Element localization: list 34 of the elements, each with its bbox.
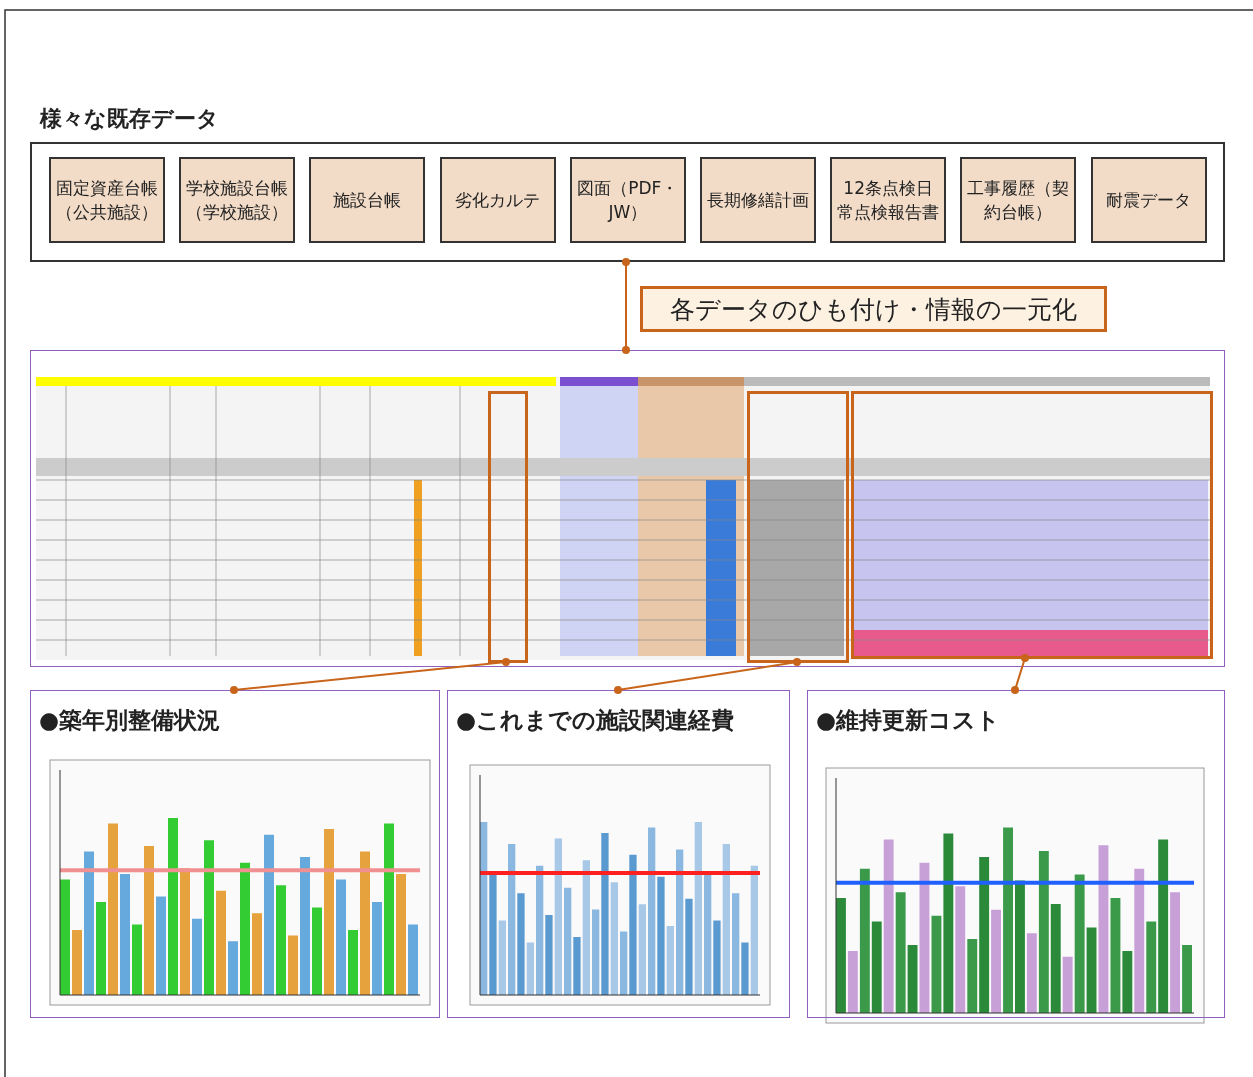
data-box xyxy=(700,157,816,243)
box-label: 工事履歴（契約台帳） xyxy=(966,177,1071,224)
panel-title: ●築年別整備状況 xyxy=(39,706,221,735)
chart-panel xyxy=(807,690,1225,1018)
data-box xyxy=(569,157,686,243)
box-label: 学校施設台帳（学校施設） xyxy=(185,177,290,224)
box-label: 劣化カルテ xyxy=(454,189,542,212)
box-label: 固定資産台帳（公共施設） xyxy=(55,177,159,224)
section-title: 様々な既存データ xyxy=(40,105,219,133)
highlight-frame xyxy=(747,391,849,663)
data-box xyxy=(309,157,426,243)
connector xyxy=(622,258,630,354)
box-label: 各データのひも付け・情報の一元化 xyxy=(669,293,1078,326)
highlight-frame xyxy=(851,391,1213,659)
box-label: 耐震データ xyxy=(1105,189,1193,212)
box-label: 図面（PDF・JW） xyxy=(576,177,680,224)
connector xyxy=(230,658,510,694)
data-box xyxy=(439,157,556,243)
chart-panel xyxy=(30,690,440,1018)
box-label: 長期修繕計画 xyxy=(706,189,810,212)
box-label: 施設台帳 xyxy=(332,189,403,212)
data-box xyxy=(49,157,165,243)
connector xyxy=(1011,654,1029,694)
data-box xyxy=(960,157,1077,243)
chart-panel xyxy=(447,690,790,1018)
connector xyxy=(614,658,801,694)
panel-title: ●これまでの施設関連経費 xyxy=(456,706,735,735)
highlight-frame xyxy=(488,391,528,663)
data-box xyxy=(179,157,296,243)
panel-title: ●維持更新コスト xyxy=(816,706,1001,735)
box-label: 12条点検日常点検報告書 xyxy=(836,177,941,224)
data-box xyxy=(1090,157,1207,243)
label-box xyxy=(640,286,1107,332)
data-box xyxy=(830,157,947,243)
